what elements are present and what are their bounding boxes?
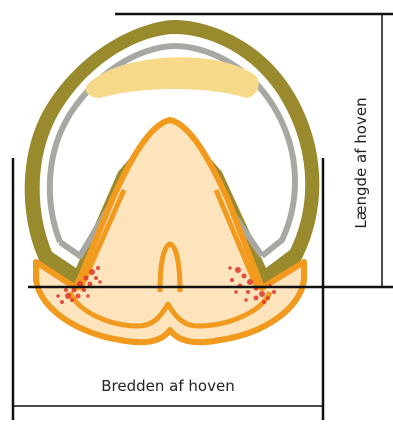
width-label: Bredden af hoven bbox=[101, 377, 234, 395]
length-label: Længde af hoven bbox=[352, 97, 370, 228]
central-sulcus bbox=[160, 244, 180, 292]
